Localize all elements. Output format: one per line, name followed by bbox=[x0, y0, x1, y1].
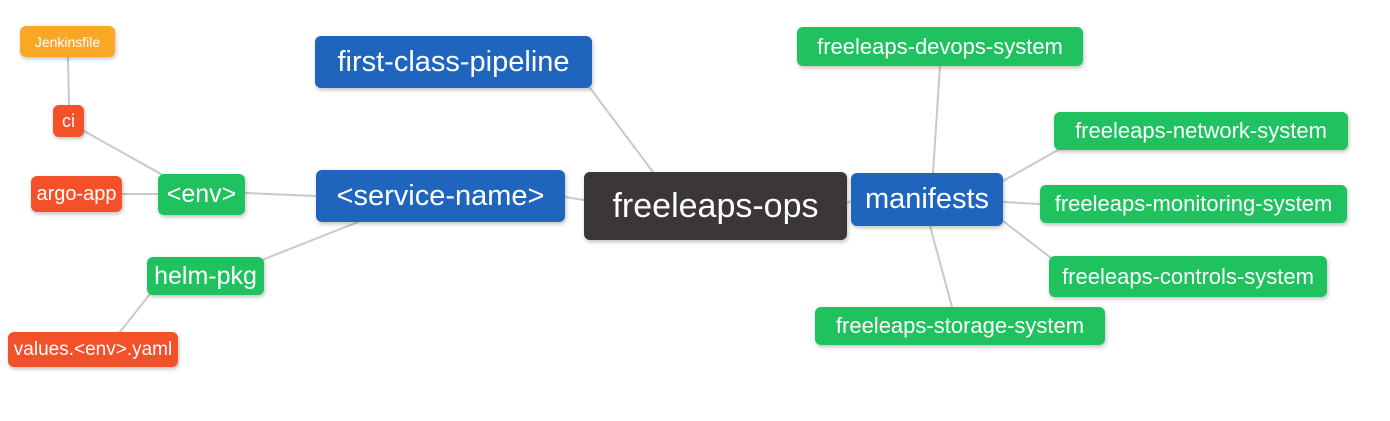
edge-values-env-yaml-helm-pkg bbox=[119, 293, 151, 333]
node-freeleaps-ops[interactable]: freeleaps-ops bbox=[584, 172, 847, 240]
node-jenkinsfile[interactable]: Jenkinsfile bbox=[20, 26, 115, 57]
node-freeleaps-devops-system[interactable]: freeleaps-devops-system bbox=[797, 27, 1083, 66]
node-first-class-pipeline[interactable]: first-class-pipeline bbox=[315, 36, 592, 88]
node-freeleaps-controls-system[interactable]: freeleaps-controls-system bbox=[1049, 256, 1327, 297]
node-env[interactable]: <env> bbox=[158, 174, 245, 215]
edge-helm-pkg-service-name bbox=[261, 221, 359, 261]
node-ci[interactable]: ci bbox=[53, 105, 84, 137]
node-freeleaps-storage-system[interactable]: freeleaps-storage-system bbox=[815, 307, 1105, 345]
edge-manifests-freeleaps-controls-system bbox=[1002, 220, 1052, 259]
node-helm-pkg[interactable]: helm-pkg bbox=[147, 257, 264, 295]
edge-manifests-freeleaps-devops-system bbox=[932, 65, 941, 174]
edge-manifests-freeleaps-monitoring-system bbox=[1002, 201, 1041, 205]
node-freeleaps-monitoring-system[interactable]: freeleaps-monitoring-system bbox=[1040, 185, 1347, 223]
edge-first-class-pipeline-freeleaps-ops bbox=[589, 87, 654, 173]
edge-freeleaps-ops-manifests bbox=[846, 200, 852, 204]
node-service-name[interactable]: <service-name> bbox=[316, 170, 565, 222]
edge-service-name-freeleaps-ops bbox=[564, 196, 585, 201]
node-freeleaps-network-system[interactable]: freeleaps-network-system bbox=[1054, 112, 1348, 150]
edge-manifests-freeleaps-network-system bbox=[1002, 149, 1059, 182]
edge-ci-env bbox=[83, 130, 169, 179]
edge-env-service-name bbox=[244, 192, 317, 197]
edge-jenkinsfile-ci bbox=[67, 56, 70, 106]
node-manifests[interactable]: manifests bbox=[851, 173, 1003, 226]
edge-manifests-freeleaps-storage-system bbox=[929, 225, 953, 308]
node-values-env-yaml[interactable]: values.<env>.yaml bbox=[8, 332, 178, 367]
node-argo-app[interactable]: argo-app bbox=[31, 176, 122, 212]
